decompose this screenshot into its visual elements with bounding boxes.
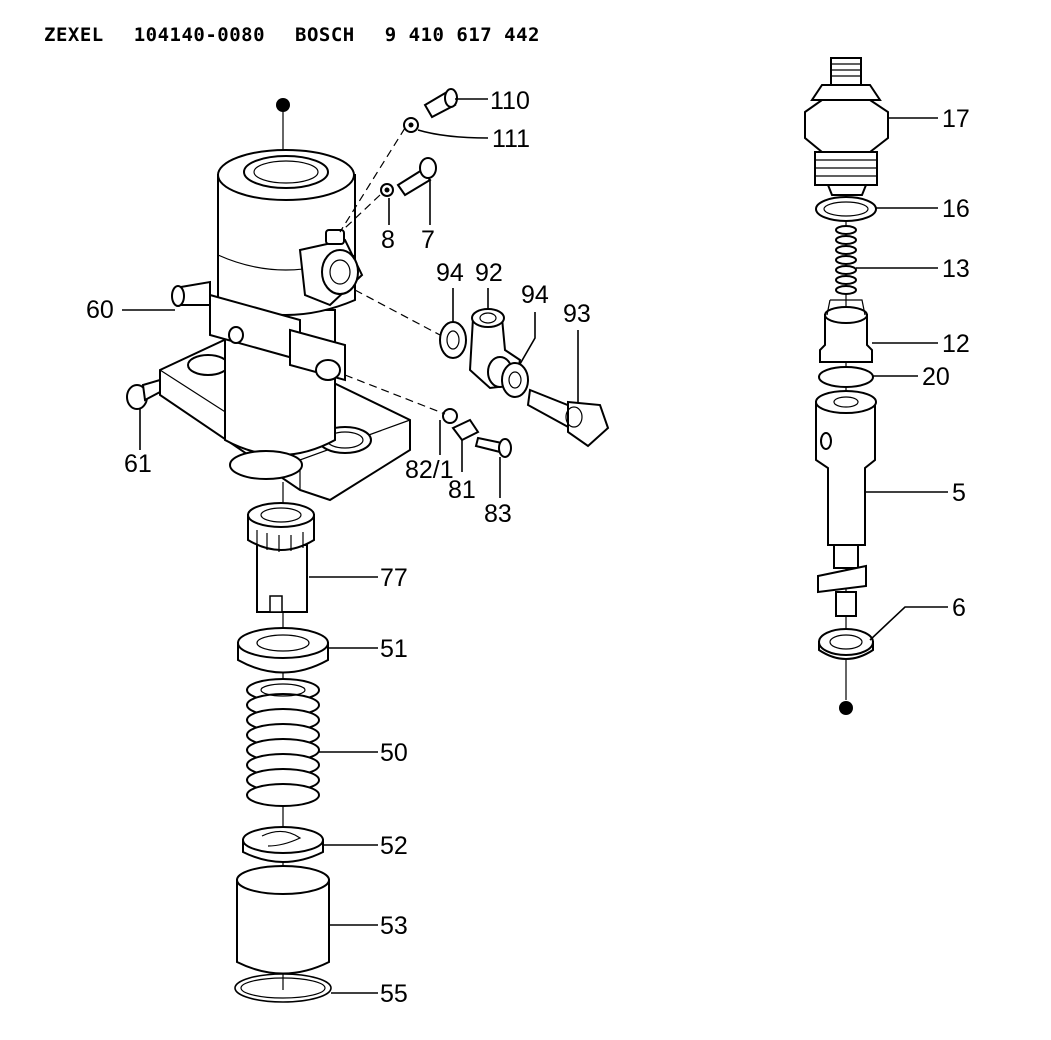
spring-50 <box>246 678 320 807</box>
screw-83 <box>474 436 512 458</box>
tappet-53 <box>236 865 330 975</box>
callout-17: 17 <box>942 105 970 133</box>
callout-50: 50 <box>380 739 408 767</box>
washer-8 <box>380 183 394 197</box>
callout-53: 53 <box>380 912 408 940</box>
plate-81 <box>451 418 480 442</box>
callout-55: 55 <box>380 980 408 1008</box>
washer-82 <box>442 408 458 424</box>
callout-52: 52 <box>380 832 408 860</box>
delivery-valve-12 <box>819 299 873 363</box>
callout-5: 5 <box>952 479 966 507</box>
control-sleeve-77 <box>247 502 315 613</box>
washer-94a <box>439 321 467 359</box>
callout-111: 111 <box>492 125 530 153</box>
callout-8: 8 <box>381 226 395 254</box>
brand-label: BOSCH <box>295 24 355 46</box>
washer-94b <box>501 362 529 398</box>
callout-81: 81 <box>448 476 476 504</box>
screw-110 <box>423 88 458 119</box>
o-ring-20 <box>818 366 874 388</box>
callout-110: 110 <box>490 87 530 115</box>
callout-94-left: 94 <box>436 259 464 287</box>
callout-92: 92 <box>475 259 503 287</box>
callout-7: 7 <box>421 226 435 254</box>
callout-93: 93 <box>563 300 591 328</box>
banjo-bolt-93 <box>526 388 610 448</box>
callout-12: 12 <box>942 330 970 358</box>
spring-13 <box>835 225 857 295</box>
callout-94-right: 94 <box>521 281 549 309</box>
leader-lines <box>122 98 948 994</box>
bosch-part-number: 9 410 617 442 <box>384 24 540 46</box>
screw-61 <box>126 378 161 410</box>
plunger-barrel-5 <box>815 390 877 617</box>
zexel-part-number: 104140-0080 <box>133 24 266 46</box>
snap-ring-55 <box>234 973 332 1003</box>
pump-body <box>159 98 411 502</box>
screw-7 <box>396 157 437 197</box>
callout-61: 61 <box>124 450 152 478</box>
delivery-valve-holder-17 <box>804 57 889 196</box>
callout-13: 13 <box>942 255 970 283</box>
spring-seat-52 <box>242 826 324 863</box>
callout-60: 60 <box>86 296 114 324</box>
spring-seat-51 <box>237 627 329 674</box>
callout-51: 51 <box>380 635 408 663</box>
callout-6: 6 <box>952 594 966 622</box>
callout-77: 77 <box>380 564 408 592</box>
callout-82-1: 82/1 <box>405 456 454 484</box>
callout-83: 83 <box>484 500 512 528</box>
diagram-header: ZEXEL 104140-0080 BOSCH 9 410 617 442 <box>44 24 540 46</box>
callout-20: 20 <box>922 363 950 391</box>
washer-111 <box>403 117 419 133</box>
maker-label: ZEXEL <box>44 24 104 46</box>
gasket-16 <box>815 196 877 222</box>
callout-16: 16 <box>942 195 970 223</box>
spring-seat-6 <box>818 628 874 660</box>
